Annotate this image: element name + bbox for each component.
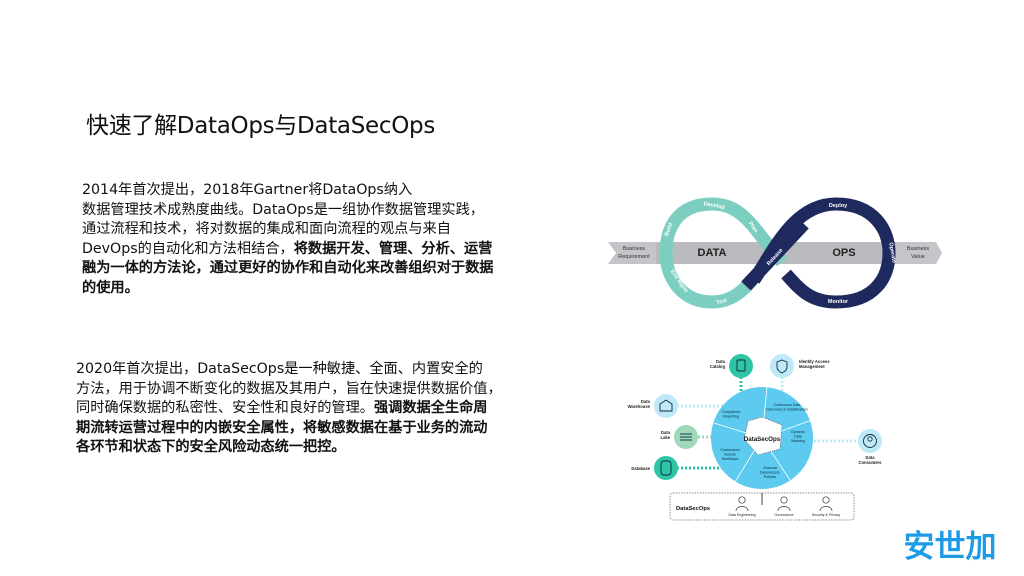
stage-build: Build [664,222,674,237]
logo-text: 安世加 [904,529,997,564]
business-value-arrow [896,242,942,264]
role-security-privacy: Security & Privacy [812,496,841,517]
business-value-label-2: Value [911,254,925,260]
text-line: 的使用。 [82,279,139,296]
svg-text:Governance: Governance [774,513,793,517]
person-icon [822,496,830,504]
node-database: Database [631,456,678,480]
stage-test: Test [716,298,728,307]
business-requirement-label-2: Requirement [618,254,650,260]
business-requirement-label: Business [623,246,646,252]
text-line: 同时确保数据的私密性、安全性和良好的管理。强调数据全生命周 [76,400,488,417]
lake-icon [680,433,692,441]
stage-monitor: Monitor [828,299,849,305]
business-value-label: Business [907,246,930,252]
shield-icon [776,359,788,374]
text-line: 数据管理技术成熟度曲线。DataOps是一组协作数据管理实践， [82,201,484,218]
person-icon [738,496,746,504]
text-line: 2020年首次提出，DataSecOps是一种敏捷、全面、内置安全的 [76,361,483,377]
text-line: 方法，用于协调不断变化的数据及其用户，旨在快速提供数据价值， [76,380,502,397]
slide-title: 快速了解DataOps与DataSecOps [86,113,436,139]
data-label: DATA [698,247,727,259]
user-icon [863,434,877,448]
svg-text:Database: Database [631,466,650,471]
database-icon [660,460,672,476]
svg-text:Data Engineering: Data Engineering [728,513,755,517]
ops-label: OPS [832,247,855,259]
text-line: 融为一体的方法论，通过更好的协作和自动化来改善组织对于数据 [82,260,494,277]
wheel-center [743,416,783,456]
stage-develop: Develop [703,201,726,211]
svg-text:Security & Privacy: Security & Privacy [812,513,841,517]
text-line: 期流转运营过程中的内嵌安全属性，将敏感数据在基于业务的流动 [76,419,488,436]
person-icon [780,496,788,504]
company-logo: 安世加 [891,526,1009,564]
wheel-center-label: DataSecOps [744,436,781,443]
team-box [669,492,855,521]
ops-loop [748,197,896,309]
role-governance: Governance [774,496,794,517]
stage-deploy: Deploy [829,203,848,209]
dataops-infinity-diagram: Business Requirement Business Value DATA… [604,190,942,315]
warehouse-icon [659,399,673,412]
release-segment [741,219,809,291]
stage-operate: Operate [887,242,897,264]
text-line: DevOps的自动化和方法相结合，将数据开发、管理、分析、运营 [82,240,493,257]
team-box-label: DataSecOps [676,506,710,512]
data-loop [659,197,787,309]
text-line: 2014年首次提出，2018年Gartner将DataOps纳入 [82,182,413,198]
text-line: 各环节和状态下的安全风险动态统一把控。 [76,439,346,456]
stage-plan: Plan [747,221,759,234]
dataops-description: 2014年首次提出，2018年Gartner将DataOps纳入 数据管理技术成… [82,181,592,299]
datasecops-description: 2020年首次提出，DataSecOps是一种敏捷、全面、内置安全的 方法，用于… [76,360,588,458]
role-data-engineering: Data Engineering [728,496,756,517]
text-line: 通过流程和技术，将对数据的集成和面向流程的观点与来自 [82,221,451,238]
business-requirement-arrow [608,242,656,264]
document-icon [736,359,746,372]
